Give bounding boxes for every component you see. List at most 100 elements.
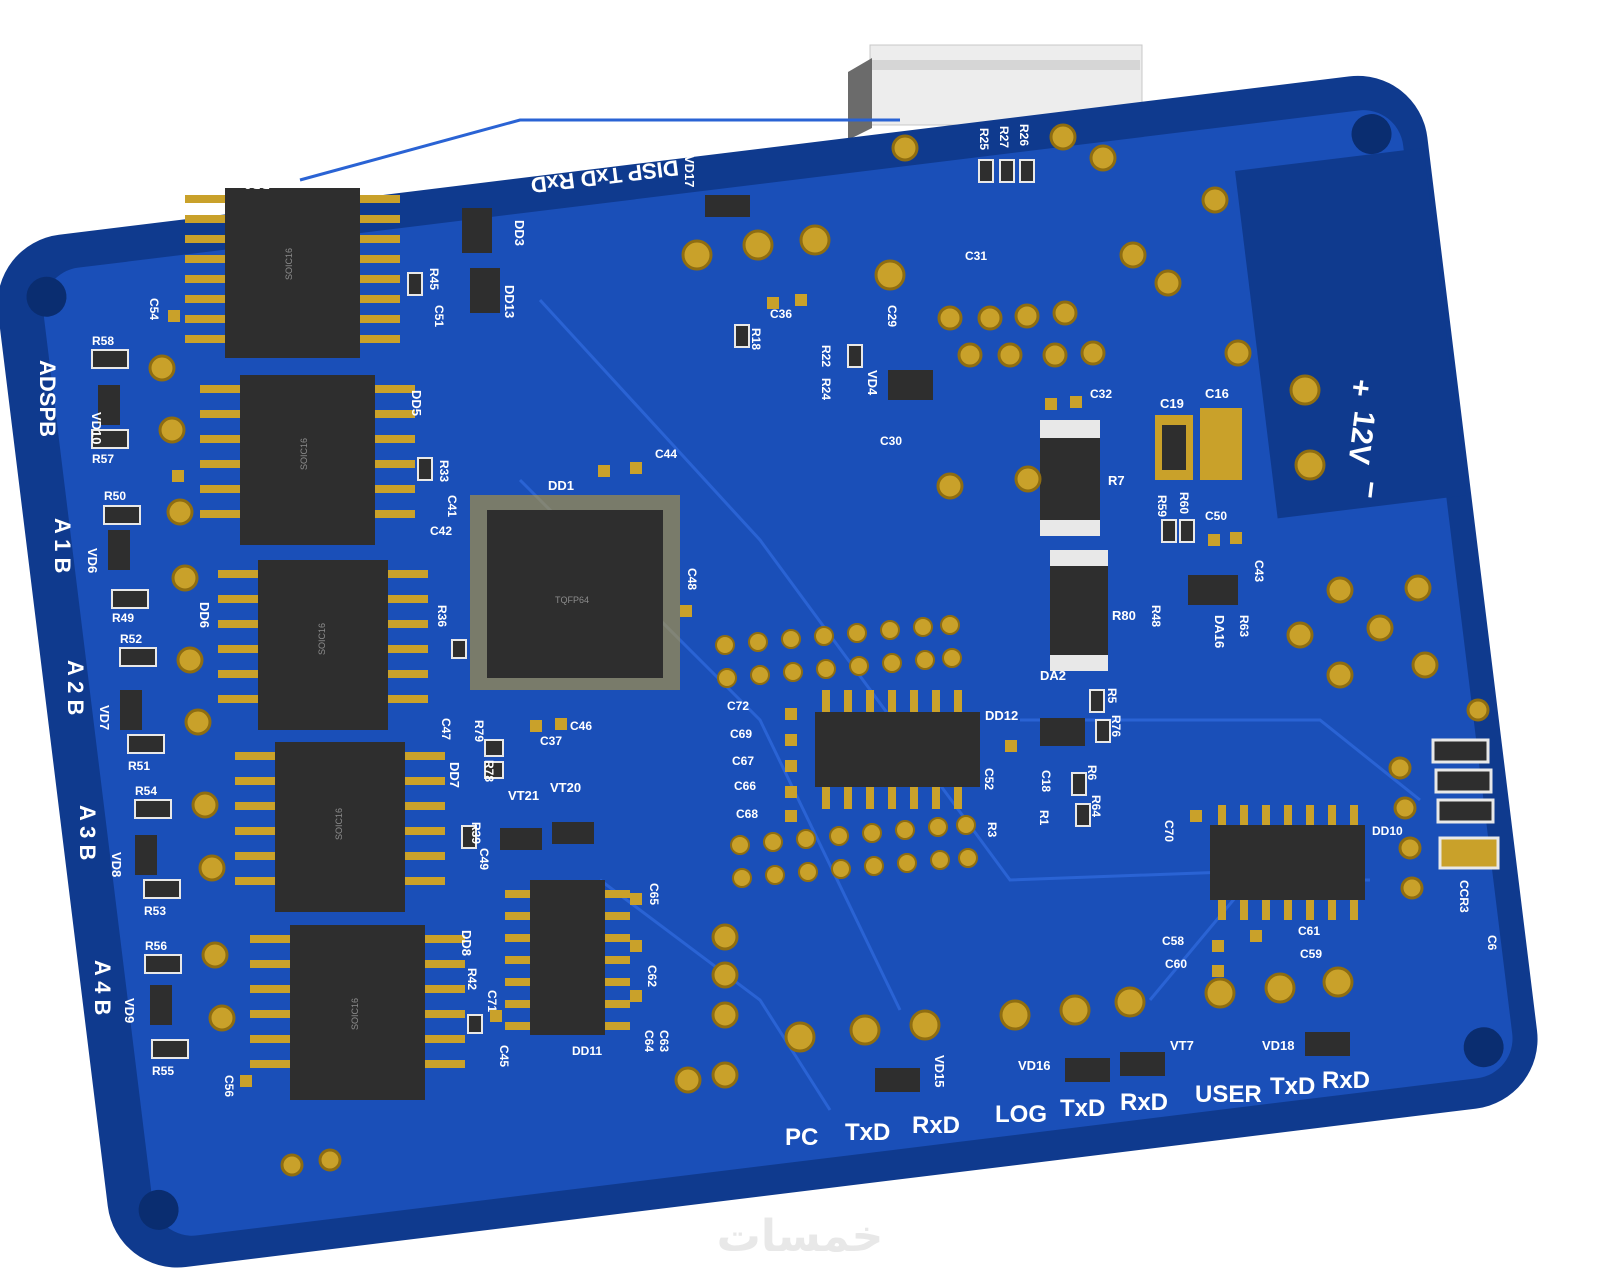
label-c30: C30 [880,434,902,448]
mounting-hole [1351,114,1392,155]
label-dd1: DD1 [548,478,574,493]
label-dd9: DD9 [244,177,270,192]
label-power-plus: + [1343,377,1378,398]
label-r7: R7 [1108,473,1125,488]
label-user-rxd: RxD [1322,1067,1370,1094]
label-r54: R54 [135,784,157,798]
label-r25: R25 [977,128,991,150]
label-c58: C58 [1162,934,1184,948]
smd-parts [91,159,1350,1092]
label-c72: C72 [727,699,749,713]
mounting-hole [26,276,67,317]
ic-dd12: DD12 [815,690,1018,809]
label-c29: C29 [885,305,899,327]
designators: DD9 DD5 DD6 DD7 DD8 DD3 DD13 DA2 DA16 VD… [85,124,1322,1097]
ic-dd11: DD11 [505,880,630,1058]
label-r79: R79 [472,720,486,742]
label-c62: C62 [645,965,659,987]
ic-dd10: DD10 [1210,805,1403,920]
label-r49: R49 [112,611,134,625]
ccr-block: CCR3 C6 [1431,738,1500,951]
label-a3b: A 3 B [75,805,100,860]
label-c59: C59 [1300,947,1322,961]
label-r18: R18 [749,328,763,350]
label-c49: C49 [477,848,491,870]
label-c54: C54 [147,298,161,320]
label-dd12: DD12 [985,708,1018,723]
label-r78: R78 [482,760,496,782]
label-r26: R26 [1017,124,1031,146]
label-r22: R22 [819,345,833,367]
label-power-minus: − [1353,479,1388,500]
label-c46: C46 [570,719,592,733]
label-r58: R58 [92,334,114,348]
label-dd10: DD10 [1372,824,1403,838]
label-c64: C64 [642,1030,656,1052]
label-r39: R39 [469,822,483,844]
ic-dd5: SOIC16 [240,375,375,545]
label-vd16: VD16 [1018,1058,1051,1073]
label-c70: C70 [1162,820,1176,842]
label-r59: R59 [1155,495,1169,517]
label-vd17: VD17 [682,155,697,188]
resistor-r7: R7 [1040,420,1125,536]
header-pins-center [715,615,978,888]
label-dd6: DD6 [197,602,212,628]
through-hole-pads [148,123,1490,1177]
label-pc-txd: TxD [845,1119,890,1146]
label-r57: R57 [92,452,114,466]
label-c48: C48 [685,568,699,590]
silkscreen-pc-port: PC TxD RxD [785,1112,960,1151]
label-log: LOG [995,1101,1047,1128]
silkscreen-analog: ADSPB A 1 B A 2 B A 3 B A 4 B [35,360,115,1015]
package-label: SOIC16 [299,438,309,470]
label-a4b: A 4 B [90,960,115,1015]
label-dd7: DD7 [447,762,462,788]
label-dd5: DD5 [409,390,424,416]
label-c31: C31 [965,249,987,263]
label-dd8: DD8 [459,930,474,956]
label-r48: R48 [1149,605,1163,627]
silkscreen-user-port: USER TxD RxD [1195,1067,1370,1108]
label-c52: C52 [982,768,996,790]
package-label: SOIC16 [350,998,360,1030]
label-c69: C69 [730,727,752,741]
label-ccr3: CCR3 [1457,880,1471,913]
label-c60: C60 [1165,957,1187,971]
label-r6: R6 [1085,765,1099,781]
label-vd15: VD15 [932,1055,947,1088]
label-adspb: ADSPB [35,360,60,437]
label-c43: C43 [1252,560,1266,582]
label-c68: C68 [736,807,758,821]
label-c56: C56 [222,1075,236,1097]
label-pc-rxd: RxD [912,1112,960,1139]
ic-dd9: SOIC16 [225,188,360,358]
label-r5: R5 [1105,688,1119,704]
label-vt20: VT20 [550,780,581,795]
label-log-rxd: RxD [1120,1089,1168,1116]
package-label: SOIC16 [317,623,327,655]
label-da2: DA2 [1040,668,1066,683]
label-c16: C16 [1205,386,1229,401]
label-r89: R89 [455,159,477,173]
label-r3: R3 [985,822,999,838]
package-label: TQFP64 [555,595,589,605]
label-c63: C63 [657,1030,671,1052]
resistor-r80: R80 [1050,550,1136,671]
label-r33: R33 [437,460,451,482]
ic-dd1: TQFP64 DD1 [470,478,680,690]
label-vd18: VD18 [1262,1038,1295,1053]
label-r63: R63 [1237,615,1251,637]
label-vd6: VD6 [85,548,100,573]
label-r60: R60 [1177,492,1191,514]
label-c41: C41 [445,495,459,517]
label-r45: R45 [427,268,441,290]
label-vd9: VD9 [122,998,137,1023]
label-a2b: A 2 B [63,660,88,715]
label-c51: C51 [432,305,446,327]
label-vt7: VT7 [1170,1038,1194,1053]
label-c65: C65 [647,883,661,905]
ic-dd7: SOIC16 [275,742,405,912]
label-vd10: VD10 [89,412,104,445]
label-r1: R1 [1037,810,1051,826]
